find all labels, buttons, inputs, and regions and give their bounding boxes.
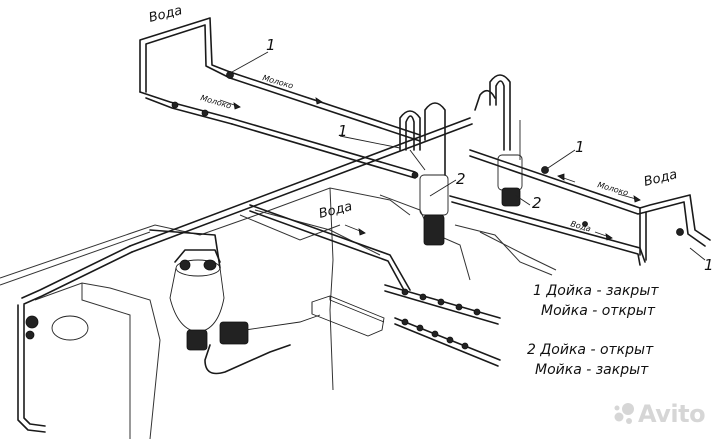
milk-label-2: Молоко [199, 93, 232, 110]
callout-1-right: 1 [575, 138, 585, 156]
callout-leaders [231, 51, 706, 261]
avito-watermark: Avito [612, 398, 718, 432]
water-label-center: Вода [317, 199, 353, 222]
callout-1-center: 1 [338, 122, 348, 140]
legend-line-1: 1 Дойка - закрыт [533, 283, 659, 299]
legend-line-4: Мойка - закрыт [535, 362, 649, 378]
valve-fittings [171, 71, 684, 236]
cooling-block [311, 295, 385, 337]
callout-2-left: 2 [456, 170, 466, 188]
water-pipe-right [449, 149, 711, 266]
manifold-upper [384, 284, 501, 325]
milking-unit-2 [474, 74, 523, 207]
milk-receiver-tank [169, 249, 225, 351]
callout-1-top: 1 [266, 36, 276, 54]
water-pipe-upper-left [139, 17, 421, 179]
water-label-top-left: Вода [147, 3, 183, 26]
manifold-lower [394, 317, 501, 367]
flow-arrows [219, 94, 641, 241]
avito-watermark-text: Avito [638, 400, 706, 428]
avito-dots-icon [614, 403, 634, 424]
callout-1-far-right: 1 [704, 256, 714, 274]
milking-unit-1 [399, 102, 449, 246]
room-outline [0, 187, 557, 439]
left-tap-assembly [17, 304, 89, 433]
pump-assembly [204, 314, 321, 375]
legend-line-3: 2 Дойка - открыт [527, 342, 654, 358]
callout-2-right: 2 [532, 194, 542, 212]
water-label-right: Вода [642, 167, 678, 190]
legend-line-2: Мойка - открыт [541, 303, 656, 319]
